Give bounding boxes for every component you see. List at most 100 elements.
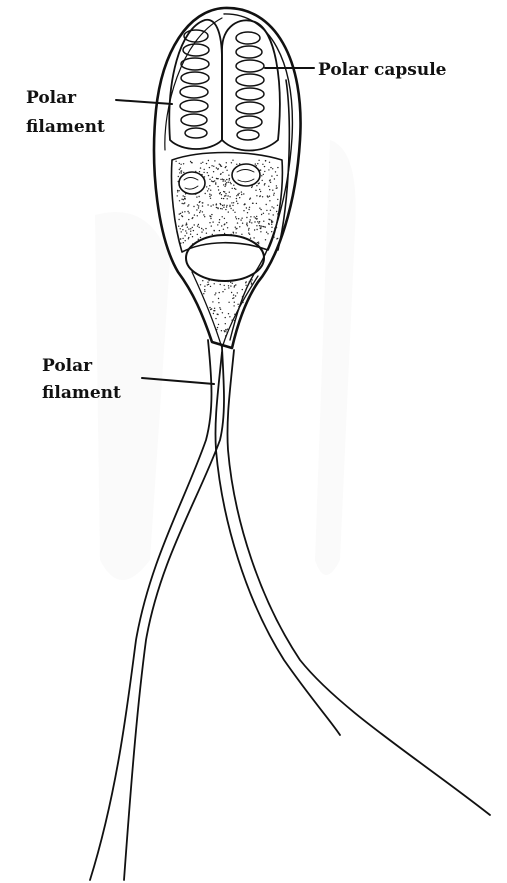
stipple-dot: [225, 323, 226, 324]
stipple-dot: [183, 163, 184, 164]
stipple-dot: [206, 163, 207, 164]
stipple-dot: [216, 203, 217, 204]
stipple-dot: [211, 180, 212, 181]
stipple-dot: [234, 302, 235, 303]
stipple-dot: [233, 294, 234, 295]
stipple-dot: [229, 192, 230, 193]
stipple-dot: [261, 214, 262, 215]
stipple-dot: [243, 210, 244, 211]
stipple-dot: [235, 189, 236, 190]
stipple-dot: [238, 193, 239, 194]
stipple-dot: [226, 179, 227, 180]
stipple-dot: [212, 221, 213, 222]
stipple-dot: [271, 224, 272, 225]
stipple-dot: [180, 213, 181, 214]
stipple-dot: [215, 182, 216, 183]
stipple-dot: [238, 309, 239, 310]
stipple-dot: [245, 290, 246, 291]
stipple-dot: [188, 237, 189, 238]
stipple-dot: [220, 174, 221, 175]
stipple-dot: [219, 219, 220, 220]
stipple-dot: [219, 230, 220, 231]
stipple-dot: [235, 295, 236, 296]
stipple-dot: [256, 216, 257, 217]
stipple-dot: [260, 191, 261, 192]
stipple-dot: [257, 221, 258, 222]
stipple-dot: [205, 193, 206, 194]
stipple-dot: [229, 196, 230, 197]
stipple-dot: [246, 217, 247, 218]
stipple-dot: [247, 212, 248, 213]
stipple-dot: [277, 167, 278, 168]
stipple-dot: [228, 182, 229, 183]
stipple-dot: [186, 223, 187, 224]
stipple-dot: [221, 225, 222, 226]
stipple-dot: [270, 182, 271, 183]
stipple-dot: [178, 190, 179, 191]
stipple-dot: [244, 204, 245, 205]
stipple-dot: [208, 160, 209, 161]
stipple-dot: [271, 231, 272, 232]
stipple-dot: [263, 174, 264, 175]
stipple-dot: [183, 172, 184, 173]
stipple-dot: [188, 212, 189, 213]
stipple-dot: [223, 179, 224, 180]
stipple-dot: [203, 293, 204, 294]
stipple-dot: [188, 204, 189, 205]
stipple-dot: [213, 313, 214, 314]
stipple-dot: [181, 231, 182, 232]
stipple-dot: [228, 285, 229, 286]
stipple-dot: [219, 292, 220, 293]
stipple-dot: [251, 222, 252, 223]
stipple-dot: [224, 330, 225, 331]
stipple-dot: [216, 329, 217, 330]
stipple-dot: [180, 167, 181, 168]
stipple-dot: [272, 190, 273, 191]
stipple-dot: [198, 239, 199, 240]
stipple-dot: [203, 214, 204, 215]
nucleus-right-detail: [237, 170, 254, 182]
stipple-dot: [179, 172, 180, 173]
stipple-dot: [209, 307, 210, 308]
stipple-dot: [210, 218, 211, 219]
stipple-dot: [219, 164, 220, 165]
stipple-dot: [226, 170, 227, 171]
stipple-dot: [271, 175, 272, 176]
stipple-dot: [179, 169, 180, 170]
stipple-dot: [222, 216, 223, 217]
stipple-dot: [201, 231, 202, 232]
stipple-dot: [187, 205, 188, 206]
stipple-dot: [236, 201, 237, 202]
stipple-dot: [235, 216, 236, 217]
stipple-dot: [226, 332, 227, 333]
stipple-dot: [225, 183, 226, 184]
stipple-dot: [263, 213, 264, 214]
stipple-dot: [222, 208, 223, 209]
stipple-dot: [188, 219, 189, 220]
stipple-dot: [270, 167, 271, 168]
stipple-dot: [178, 176, 179, 177]
stipple-dot: [180, 243, 181, 244]
stipple-dot: [230, 282, 231, 283]
stipple-dot: [250, 216, 251, 217]
stipple-dot: [269, 196, 270, 197]
label-polar-filament-bottom-line1: Polar: [42, 356, 93, 376]
stipple-dot: [259, 189, 260, 190]
stipple-dot: [225, 317, 226, 318]
stipple-dot: [250, 198, 251, 199]
stipple-dot: [188, 228, 189, 229]
stipple-dot: [218, 281, 219, 282]
stipple-dot: [223, 229, 224, 230]
stipple-dot: [198, 196, 199, 197]
polar-capsules: [169, 20, 280, 151]
stipple-dot: [268, 186, 269, 187]
stipple-dot: [179, 163, 180, 164]
leader-polar-filament-top: [116, 100, 172, 104]
stipple-dot: [212, 234, 213, 235]
stipple-dot: [228, 287, 229, 288]
stipple-dot: [238, 306, 239, 307]
stipple-dot: [249, 221, 250, 222]
stipple-dot: [205, 228, 206, 229]
stipple-dot: [214, 283, 215, 284]
stipple-dot: [237, 203, 238, 204]
